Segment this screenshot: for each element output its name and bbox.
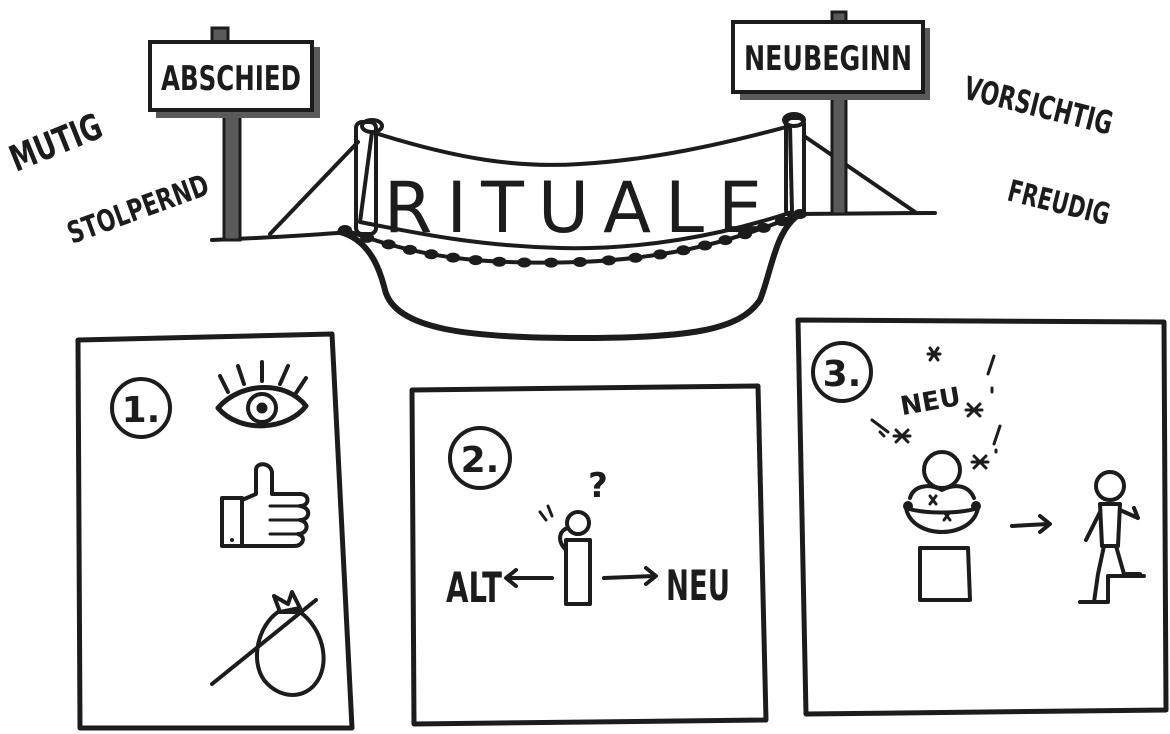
bridge-plank: [338, 225, 352, 235]
word-stolpernd: STOLPERND: [63, 168, 214, 252]
word-vorsichtig: VORSICHTIG: [960, 69, 1117, 143]
bridge-plank: [544, 257, 559, 268]
podium-person-icon: [903, 450, 981, 602]
thumbs-up-icon: [220, 462, 311, 548]
panel-3: 3. NEU: [795, 317, 1169, 717]
bridge-plank: [468, 255, 483, 266]
bridge-plank: [737, 229, 752, 240]
panel-2: 2. ? ALT NEU: [409, 383, 769, 727]
bundle-icon: [210, 590, 326, 697]
word-neu-top: NEU: [898, 382, 963, 422]
panel-1-number: 1.: [122, 390, 161, 431]
bridge-plank: [424, 249, 439, 260]
panel-2-number: 2.: [461, 440, 500, 481]
arrow-right-icon: [602, 566, 658, 586]
bridge-post-left: [268, 118, 384, 236]
eye-icon: [215, 360, 309, 429]
panel-1: 1.: [75, 331, 355, 731]
gorge: [337, 211, 803, 341]
bridge-plank: [653, 249, 668, 260]
word-freudig: FREUDIG: [1004, 174, 1113, 233]
bridge-plank: [492, 256, 507, 267]
bridge-plank: [517, 257, 532, 268]
bridge-plank: [601, 255, 616, 266]
walking-person-icon: [1078, 470, 1146, 604]
bridge-label: RITUALE: [384, 167, 776, 249]
arrow-left-icon: [504, 568, 554, 588]
arrow-forward-icon: [1010, 514, 1052, 534]
bridge-plank: [756, 222, 771, 233]
bridge-plank: [446, 252, 461, 263]
word-neu: NEU: [666, 561, 730, 610]
question-mark: ?: [588, 466, 608, 506]
bridge-post-right: [782, 112, 917, 218]
bridge-plank: [381, 239, 396, 250]
bridge-plank: [718, 235, 733, 246]
bridge-plank: [628, 252, 643, 263]
word-mutig: MUTIG: [4, 106, 108, 180]
sign-abschied-label: ABSCHIED: [161, 59, 301, 99]
sign-neubeginn: NEUBEGINN: [731, 20, 930, 100]
sparkles-icon: [870, 346, 1002, 470]
sign-post-right: [830, 10, 848, 216]
sign-neubeginn-label: NEUBEGINN: [744, 39, 912, 79]
bridge-plank: [676, 245, 691, 256]
bridge-plank: [573, 257, 587, 267]
bridge-plank: [774, 216, 789, 227]
bridge-plank: [698, 240, 712, 251]
bridge-plank: [402, 244, 417, 255]
bridge-banner: [358, 124, 794, 251]
bridge-planks: [338, 209, 807, 268]
panel-3-number: 3.: [823, 354, 862, 395]
thinking-person-icon: [538, 504, 592, 606]
sign-abschied: ABSCHIED: [148, 40, 320, 118]
word-alt: ALT: [446, 563, 502, 612]
